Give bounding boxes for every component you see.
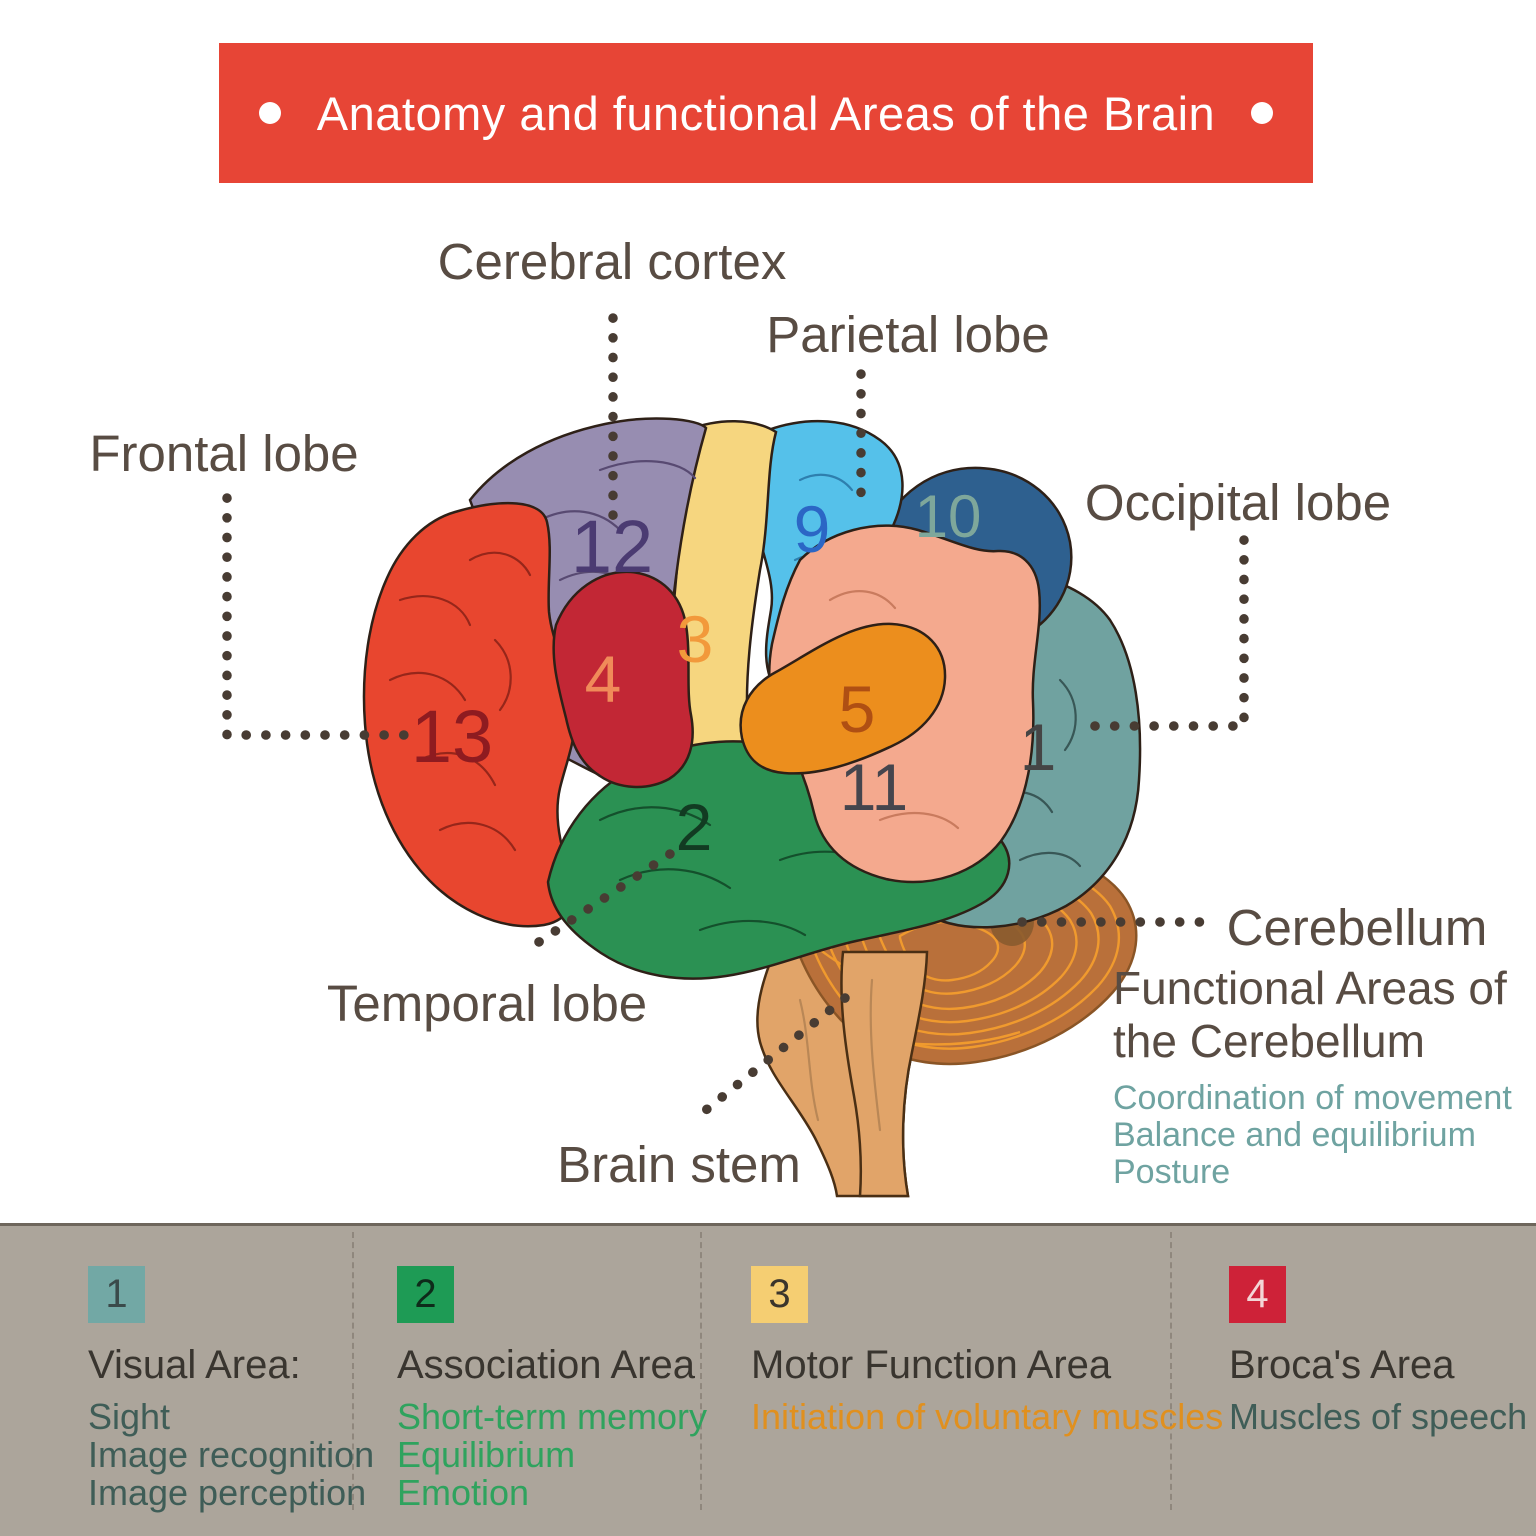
region-number-4: 4 — [585, 642, 622, 716]
legend-title: Association Area — [397, 1343, 695, 1387]
legend-line: Muscles of speech — [1229, 1396, 1528, 1437]
legend-swatch-1: 1 — [88, 1266, 145, 1323]
region-number-2: 2 — [676, 790, 713, 864]
label-parietal-lobe: Parietal lobe — [766, 306, 1050, 363]
legend-line: Sight — [88, 1396, 171, 1437]
legend-title: Visual Area: — [88, 1343, 301, 1387]
brain-stem-leader — [696, 993, 850, 1119]
legend-swatch-4: 4 — [1229, 1266, 1286, 1323]
label-cerebellum: Cerebellum — [1226, 899, 1488, 956]
legend-line: Image perception — [88, 1472, 367, 1513]
legend-divider — [1170, 1232, 1172, 1510]
label-brain-stem: Brain stem — [557, 1136, 801, 1193]
label-temporal-lobe: Temporal lobe — [326, 975, 648, 1032]
label-cerebral-cortex: Cerebral cortex — [437, 233, 787, 290]
title-left-bullet-icon — [258, 102, 281, 124]
cerebellum-function-item: Coordination of movement — [1113, 1079, 1512, 1117]
region-number-5: 5 — [839, 672, 876, 746]
area-4-region — [552, 570, 694, 789]
region-number-9: 9 — [794, 492, 831, 566]
cerebellum-function-items: Coordination of movement Balance and equ… — [1113, 1080, 1512, 1191]
legend-item-visual-area: 1 Visual Area: Sight Image recognition I… — [88, 1266, 374, 1512]
legend-title: Broca's Area — [1229, 1343, 1455, 1387]
legend-line: Image recognition — [88, 1434, 375, 1475]
legend-line: Emotion — [397, 1472, 530, 1513]
page-title: Anatomy and functional Areas of the Brai… — [316, 86, 1216, 140]
legend-line: Initiation of voluntary muscles — [751, 1396, 1224, 1437]
legend-divider — [352, 1232, 354, 1510]
legend-line: Equilibrium — [397, 1434, 576, 1475]
frontal-lobe-leader — [222, 493, 423, 740]
area-5-region — [739, 622, 947, 775]
label-occipital-lobe: Occipital lobe — [1084, 474, 1392, 531]
legend-line: Short-term memory — [397, 1396, 708, 1437]
occipital-lobe-leader — [1081, 535, 1249, 731]
region-number-labels: 13 12 4 3 9 10 5 11 1 2 — [411, 483, 1057, 864]
legend-swatch-2: 2 — [397, 1266, 454, 1323]
legend-swatch-3: 3 — [751, 1266, 808, 1323]
region-number-1: 1 — [1020, 710, 1057, 784]
region-number-13: 13 — [411, 695, 493, 778]
label-frontal-lobe: Frontal lobe — [89, 425, 359, 482]
legend-item-motor-function-area: 3 Motor Function Area Initiation of volu… — [751, 1266, 1223, 1436]
cerebellum-function-block: Functional Areas of the Cerebellum Coord… — [1113, 962, 1512, 1191]
cerebellum-function-heading-line2: the Cerebellum — [1113, 1015, 1425, 1067]
legend-title: Motor Function Area — [751, 1343, 1112, 1387]
legend-divider — [700, 1232, 702, 1510]
frontal-sulci-lines — [388, 551, 532, 852]
cerebellum-function-item: Balance and equilibrium — [1113, 1116, 1476, 1154]
region-number-11: 11 — [840, 750, 909, 824]
title-right-bullet-icon — [1251, 102, 1274, 124]
brain-stem-lines — [798, 978, 882, 1132]
legend-item-brocas-area: 4 Broca's Area Muscles of speech — [1229, 1266, 1527, 1436]
legend-item-association-area: 2 Association Area Short-term memory Equ… — [397, 1266, 707, 1512]
cerebellum-function-item: Posture — [1113, 1153, 1231, 1191]
title-banner: Anatomy and functional Areas of the Brai… — [219, 43, 1313, 183]
region-number-10: 10 — [915, 483, 982, 550]
leader-lines — [222, 313, 1249, 1119]
cerebellum-function-heading-line1: Functional Areas of — [1113, 962, 1507, 1014]
brain-stem-front — [840, 950, 929, 1198]
region-number-3: 3 — [677, 602, 714, 676]
